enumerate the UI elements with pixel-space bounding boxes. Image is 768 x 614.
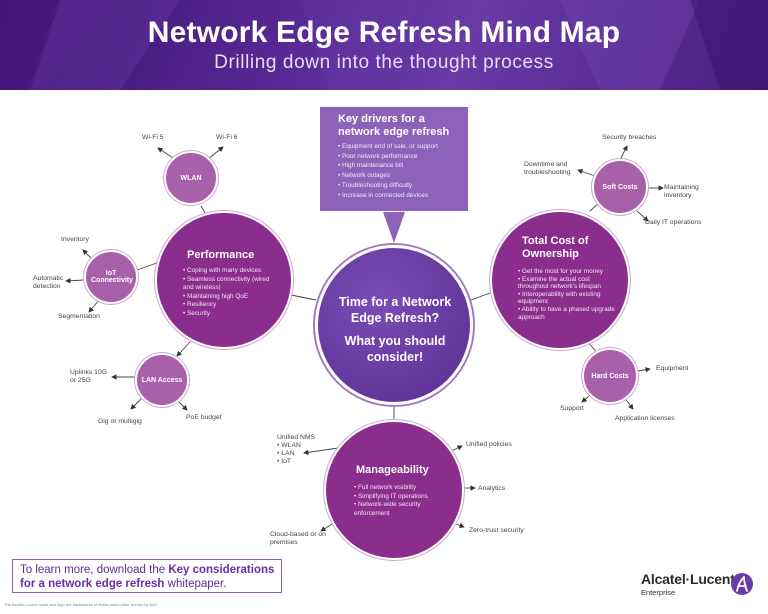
- manageability-title: Manageability: [356, 464, 429, 476]
- list-item: Get the most for your money: [518, 268, 618, 276]
- list-item: Examine the actual cost throughout netwo…: [518, 276, 618, 291]
- performance-title: Performance: [187, 249, 255, 261]
- list-item: Ability to have a phased upgrade approac…: [518, 306, 618, 321]
- manageability-list: Full network visibility Simplifying IT o…: [354, 484, 446, 518]
- list-item: Simplifying IT operations: [354, 493, 446, 502]
- label-analytics: Analytics: [478, 485, 506, 492]
- label-zero-trust: Zero-trust security: [469, 527, 524, 534]
- label-unified-policies: Unified policies: [466, 441, 512, 448]
- soft-title: Soft Costs: [602, 183, 638, 191]
- tco-node: Total Cost of Ownership Get the most for…: [490, 210, 630, 350]
- list-item: Security: [183, 310, 275, 319]
- label-security-breaches: Security breaches: [602, 134, 657, 141]
- tco-list: Get the most for your money Examine the …: [518, 268, 618, 321]
- list-item: Interoperability with existing equipment: [518, 291, 618, 306]
- lan-title: LAN Access: [141, 376, 183, 384]
- label-gig-multigig: Gig or multigig: [98, 418, 142, 425]
- list-item: Poor network performance: [338, 152, 438, 162]
- logo-mark-icon: [731, 573, 753, 595]
- wlan-title: WLAN: [180, 174, 202, 182]
- list-item: Network outages: [338, 171, 438, 181]
- list-item: Resiliency: [183, 301, 275, 310]
- key-drivers-title: Key drivers for a network edge refresh: [338, 113, 450, 138]
- label-daily-it-ops: Daily IT operations: [645, 219, 702, 226]
- wlan-node: WLAN: [164, 151, 218, 205]
- list-item: Maintaining high QoE: [183, 293, 275, 302]
- label-support: Support: [560, 405, 584, 412]
- hard-title: Hard Costs: [591, 372, 629, 380]
- page-title: Network Edge Refresh Mind Map: [147, 16, 621, 49]
- label-automatic-detection: Automatic detection: [33, 275, 64, 290]
- whitepaper-link[interactable]: Key considerations for a network edge re…: [20, 564, 275, 590]
- label-downtime: Downtime and troubleshooting: [524, 161, 571, 176]
- hard-costs-node: Hard Costs: [582, 348, 638, 404]
- label-cloud-on-prem: Cloud-based or on premises: [270, 531, 326, 546]
- cta-suffix: whitepaper.: [164, 578, 227, 590]
- label-equipment: Equipment: [656, 365, 689, 372]
- soft-costs-node: Soft Costs: [592, 159, 648, 215]
- page-subtitle: Drilling down into the thought process: [214, 52, 554, 73]
- iot-node: IoT Connectivity: [84, 250, 138, 304]
- footer-trademark: The Alcatel-Lucent name and logo are tra…: [4, 602, 159, 607]
- label-poe-budget: PoE budget: [186, 414, 222, 421]
- manageability-node: Manageability Full network visibility Si…: [324, 420, 464, 560]
- label-uplinks: Uplinks 10G or 25G: [70, 369, 108, 384]
- center-question: Time for a Network Edge Refresh?: [338, 295, 452, 325]
- tco-title: Total Cost of Ownership: [522, 235, 589, 260]
- header-banner: Network Edge Refresh Mind Map Drilling d…: [0, 0, 768, 90]
- header-facets: [0, 0, 768, 90]
- nms-item: • LAN: [277, 450, 295, 457]
- list-item: Coping with many devices: [183, 267, 275, 276]
- iot-title: IoT Connectivity: [91, 270, 134, 284]
- label-maintaining-inventory: Maintaining inventory: [664, 184, 699, 199]
- list-item: Equipment end of sale, or support: [338, 142, 438, 152]
- cta-box[interactable]: To learn more, download the Key consider…: [12, 559, 282, 593]
- list-item: Network-wide security enforcement: [354, 501, 446, 518]
- nms-item: • IoT: [277, 458, 292, 465]
- key-drivers-list: Equipment end of sale, or support Poor n…: [338, 142, 438, 200]
- alcatel-lucent-logo: Alcatel·Lucent Enterprise: [641, 571, 735, 597]
- performance-list: Coping with many devices Seamless connec…: [183, 267, 275, 319]
- lan-access-node: LAN Access: [135, 353, 189, 407]
- label-segmentation: Segmentation: [58, 313, 100, 320]
- center-prompt: What you should consider!: [344, 334, 446, 364]
- nms-title: Unified NMS: [277, 434, 316, 441]
- list-item: Full network visibility: [354, 484, 446, 493]
- performance-node: Performance Coping with many devices Sea…: [155, 211, 293, 349]
- label-wifi5: Wi-Fi 5: [142, 134, 164, 141]
- list-item: Increase in connected devices: [338, 191, 438, 201]
- cta-prefix: To learn more, download the: [20, 564, 169, 576]
- list-item: High maintenance bill: [338, 161, 438, 171]
- center-node: Time for a Network Edge Refresh? What yo…: [315, 245, 473, 405]
- label-unified-nms: Unified NMS • WLAN • LAN • IoT: [277, 434, 315, 466]
- label-inventory: Inventory: [61, 236, 89, 243]
- nms-item: • WLAN: [277, 442, 301, 449]
- key-drivers-box: Key drivers for a network edge refresh E…: [320, 107, 468, 211]
- label-wifi6: Wi-Fi 6: [216, 134, 238, 141]
- logo-enterprise: Enterprise: [641, 588, 676, 597]
- logo-brand: Alcatel·Lucent: [641, 571, 735, 587]
- list-item: Seamless connectivity (wired and wireles…: [183, 276, 275, 293]
- label-application-licenses: Application licenses: [615, 415, 675, 422]
- list-item: Troubleshooting difficulty: [338, 181, 438, 191]
